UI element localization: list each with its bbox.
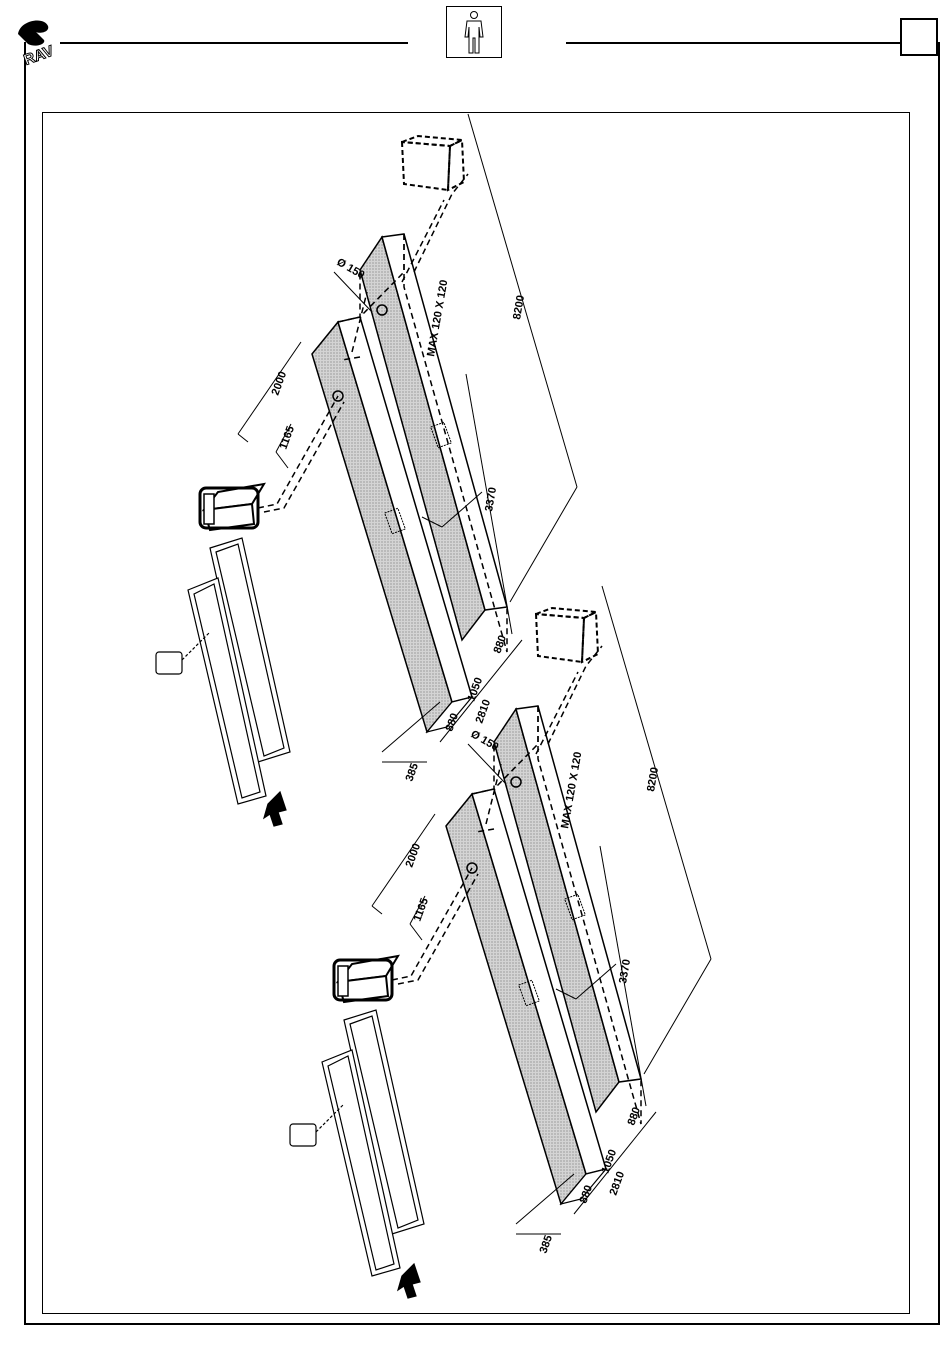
inset-small: [156, 538, 290, 826]
dim-length: 8200: [645, 766, 661, 792]
installation-drawing: MAX 120 X 120 8200 3370 Ø 150 2000 1165 …: [42, 112, 910, 1314]
control-unit: [200, 484, 264, 530]
header-rule-left: [60, 42, 408, 44]
page-number-box: [900, 18, 938, 56]
dim-control-offset: 2000: [270, 370, 290, 397]
dim-channel: MAX 120 X 120: [425, 279, 450, 358]
layout-lower: MAX 120 X 120 8200 3370 Ø 150 2000 1165 …: [290, 586, 711, 1298]
remote-box-dashed: [536, 608, 598, 662]
dim-pit-span: 3370: [617, 958, 633, 984]
inset-small: [290, 1010, 424, 1298]
dim-edge: 385: [404, 762, 422, 783]
header-rule-right: [566, 42, 900, 44]
dim-length: 8200: [511, 294, 527, 320]
dim-pit-span: 3370: [483, 486, 499, 512]
person-standing-icon: [447, 7, 501, 57]
svg-text:RAV: RAV: [22, 43, 57, 66]
dim-control-offset-short: 1165: [278, 424, 297, 451]
dim-edge: 385: [538, 1234, 556, 1255]
dim-control-offset-short: 1165: [412, 896, 431, 923]
rav-logo-icon: RAV: [14, 14, 60, 66]
control-unit: [334, 956, 398, 1002]
remote-box-dashed: [402, 136, 464, 190]
dim-control-offset: 2000: [404, 842, 424, 869]
operator-box: [446, 6, 502, 58]
dim-channel: MAX 120 X 120: [559, 751, 584, 830]
